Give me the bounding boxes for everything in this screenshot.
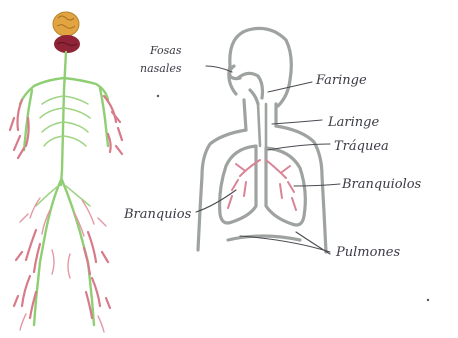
nervous-system-figure (20, 12, 108, 325)
label-bronquiolos: Branquiolos (341, 177, 422, 192)
label-traquea: Tráquea (334, 139, 389, 154)
label-fosas-nasales-line2: nasales (140, 62, 182, 75)
pencil-dot (157, 95, 159, 97)
pencil-dot (427, 299, 429, 301)
label-bronquios: Branquios (123, 207, 192, 222)
respiratory-body-outline (198, 28, 326, 252)
leader-lines (196, 66, 340, 254)
brain-icon (53, 12, 80, 53)
label-pulmones: Pulmones (335, 245, 400, 260)
label-faringe: Faringe (315, 73, 367, 88)
label-laringe: Laringe (327, 115, 379, 130)
bronchi (228, 160, 296, 210)
label-fosas-nasales-line1: Fosas (149, 44, 182, 57)
airway (238, 73, 266, 146)
